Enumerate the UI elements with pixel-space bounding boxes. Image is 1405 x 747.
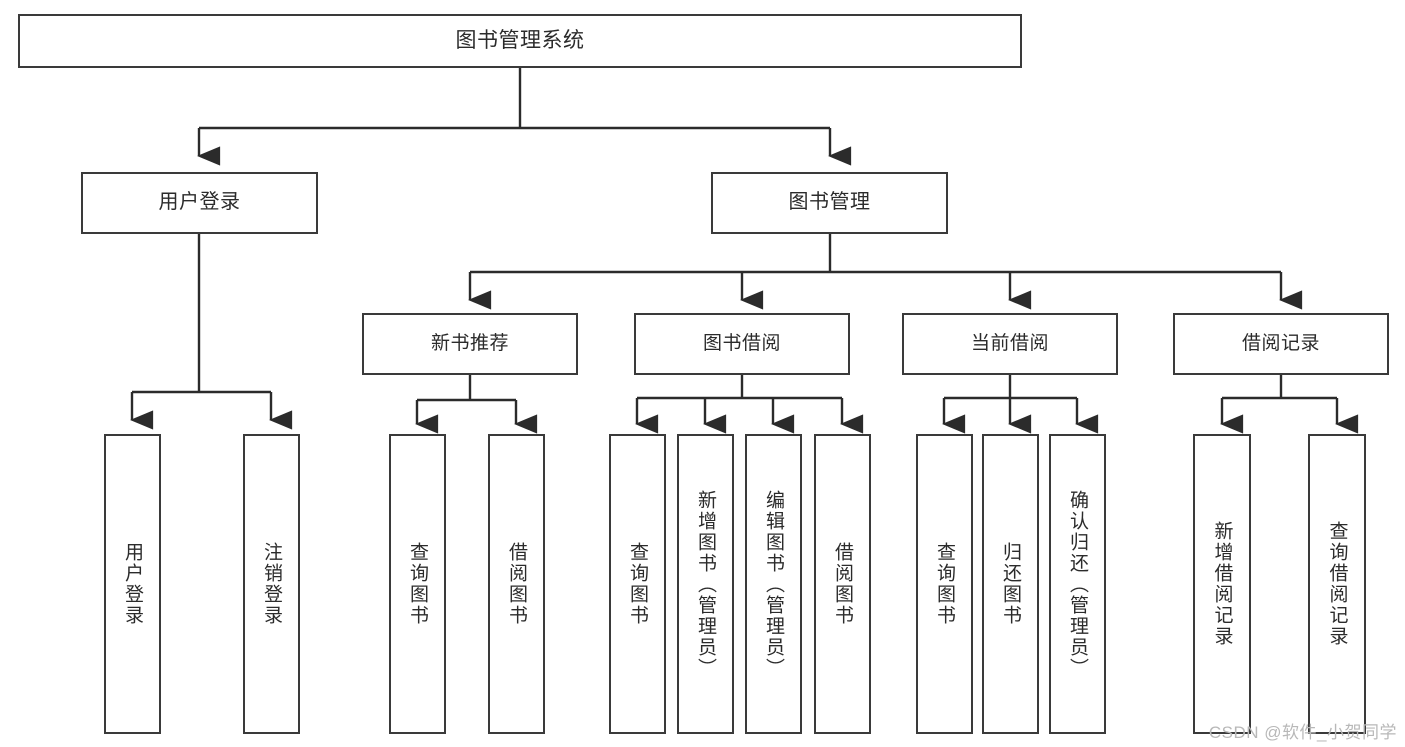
leaf-borrow-query-book-label: 查询图书 bbox=[627, 542, 649, 626]
leaf-record-query[interactable]: 查询借阅记录 bbox=[1308, 434, 1366, 734]
leaf-borrow-query-book[interactable]: 查询图书 bbox=[609, 434, 666, 734]
leaf-user-login-signin[interactable]: 用户登录 bbox=[104, 434, 161, 734]
leaf-recommend-borrow-book[interactable]: 借阅图书 bbox=[488, 434, 545, 734]
node-new-book-recommend-label: 新书推荐 bbox=[430, 332, 509, 354]
leaf-recommend-query-book[interactable]: 查询图书 bbox=[389, 434, 446, 734]
leaf-record-add-label: 新增借阅记录 bbox=[1211, 521, 1233, 647]
csdn-watermark: CSDN @软件_小贺同学 bbox=[1208, 723, 1397, 742]
leaf-borrow-add-book[interactable]: 新增图书（管理员） bbox=[677, 434, 734, 734]
node-borrow-record-label: 借阅记录 bbox=[1241, 332, 1320, 354]
leaf-current-query-book-label: 查询图书 bbox=[934, 542, 956, 626]
leaf-current-confirm-return-label: 确认归还（管理员） bbox=[1067, 489, 1089, 679]
node-current-borrow-label: 当前借阅 bbox=[970, 332, 1049, 354]
leaf-record-query-label: 查询借阅记录 bbox=[1326, 521, 1348, 647]
node-book-management-label: 图书管理 bbox=[788, 191, 871, 214]
leaf-current-return-book[interactable]: 归还图书 bbox=[982, 434, 1039, 734]
leaf-user-login-signout[interactable]: 注销登录 bbox=[243, 434, 300, 734]
leaf-user-login-signout-label: 注销登录 bbox=[261, 542, 283, 626]
leaf-borrow-lend-book-label: 借阅图书 bbox=[832, 542, 854, 626]
node-new-book-recommend[interactable]: 新书推荐 bbox=[362, 313, 578, 375]
leaf-borrow-add-book-label: 新增图书（管理员） bbox=[695, 489, 717, 679]
leaf-current-confirm-return[interactable]: 确认归还（管理员） bbox=[1049, 434, 1106, 734]
node-current-borrow[interactable]: 当前借阅 bbox=[902, 313, 1118, 375]
leaf-user-login-signin-label: 用户登录 bbox=[122, 542, 144, 626]
node-book-borrow[interactable]: 图书借阅 bbox=[634, 313, 850, 375]
leaf-recommend-query-book-label: 查询图书 bbox=[407, 542, 429, 626]
leaf-current-return-book-label: 归还图书 bbox=[1000, 542, 1022, 626]
leaf-borrow-lend-book[interactable]: 借阅图书 bbox=[814, 434, 871, 734]
node-root-label: 图书管理系统 bbox=[455, 28, 585, 52]
node-borrow-record[interactable]: 借阅记录 bbox=[1173, 313, 1389, 375]
leaf-borrow-edit-book-label: 编辑图书（管理员） bbox=[763, 489, 785, 679]
node-book-borrow-label: 图书借阅 bbox=[702, 332, 781, 354]
leaf-borrow-edit-book[interactable]: 编辑图书（管理员） bbox=[745, 434, 802, 734]
leaf-recommend-borrow-book-label: 借阅图书 bbox=[506, 542, 528, 626]
node-book-management[interactable]: 图书管理 bbox=[711, 172, 948, 234]
leaf-current-query-book[interactable]: 查询图书 bbox=[916, 434, 973, 734]
node-user-login[interactable]: 用户登录 bbox=[81, 172, 318, 234]
node-user-login-label: 用户登录 bbox=[158, 191, 241, 214]
node-root[interactable]: 图书管理系统 bbox=[18, 14, 1022, 68]
leaf-record-add[interactable]: 新增借阅记录 bbox=[1193, 434, 1251, 734]
